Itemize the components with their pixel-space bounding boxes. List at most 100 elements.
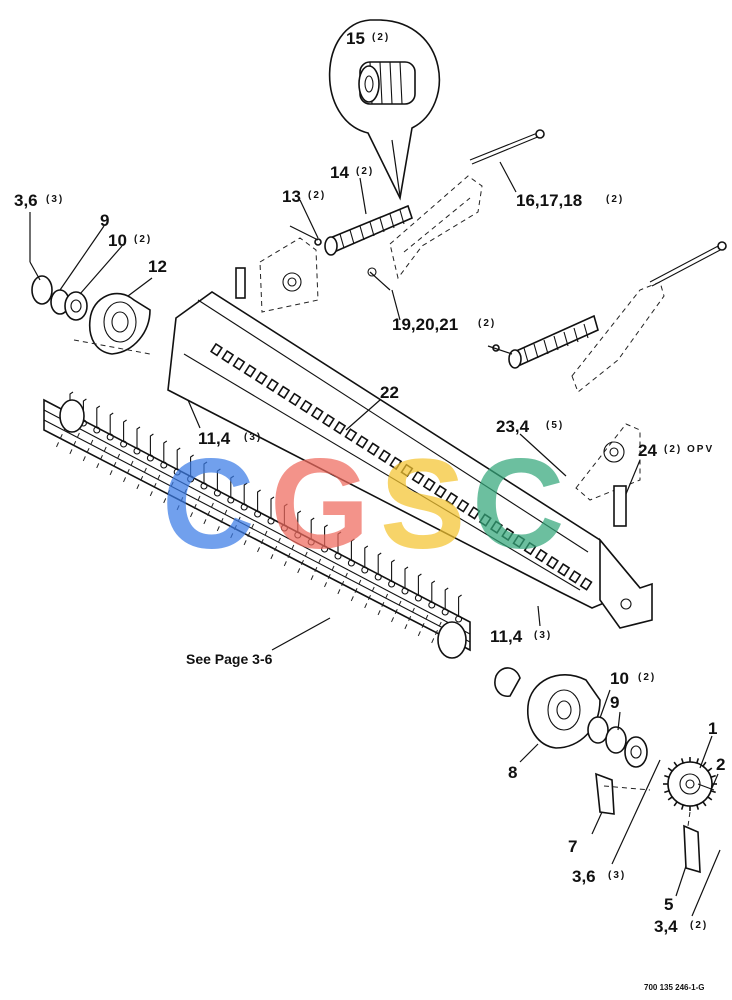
frame-tooth (512, 534, 526, 549)
tine (95, 412, 114, 470)
label-part-22: 22 (380, 383, 399, 402)
sprocket-tooth (702, 761, 707, 767)
label-part-14-qty: (2) (356, 166, 374, 177)
frame-tooth (221, 349, 235, 364)
frame-tooth (333, 420, 347, 435)
tine (283, 510, 302, 568)
frame-tooth (344, 428, 358, 442)
label-part-16-17-18: 16,17,18 (516, 191, 582, 210)
frame-tooth (355, 435, 369, 449)
label-part-23-4-qty: (5) (546, 420, 564, 431)
label-see-page: See Page 3-6 (186, 651, 273, 667)
tine (269, 503, 288, 561)
frame-tooth (433, 484, 447, 499)
watermark-letter-g: G (270, 433, 370, 576)
tine (82, 405, 101, 463)
label-part-7: 7 (568, 837, 577, 856)
label-part-11-4-lower: 11,4 (490, 627, 523, 646)
detail-callout-15 (328, 19, 441, 201)
sprocket-tooth (664, 774, 670, 778)
label-part-15: 15 (346, 29, 365, 48)
label-part-10-right-qty: (2) (638, 672, 656, 683)
frame-tooth (445, 491, 459, 506)
label-part-5: 5 (664, 895, 673, 914)
sprocket-tooth (710, 790, 716, 794)
frame-tooth (265, 378, 279, 392)
frame-tooth (489, 520, 503, 534)
sprocket-tooth (696, 804, 700, 810)
spring-coil-detail (358, 61, 416, 105)
frame-tooth (523, 541, 537, 556)
sprocket-tooth (680, 758, 684, 764)
frame-tooth (243, 364, 257, 378)
tine (336, 538, 355, 596)
frame-tooth (557, 562, 571, 577)
tine (216, 475, 235, 533)
label-part-3-6-left: 3,6 (14, 191, 38, 210)
tine (122, 426, 141, 484)
sprocket-tooth (667, 767, 673, 772)
frame-tooth (209, 342, 223, 357)
frame-tooth (545, 555, 559, 570)
sprocket-tooth (667, 796, 673, 801)
sprocket-tooth (710, 774, 716, 778)
tine (377, 559, 396, 617)
frame-tooth (366, 442, 380, 456)
tine (417, 580, 436, 638)
tine (310, 524, 329, 582)
sprocket-tooth (673, 761, 678, 767)
tine (323, 531, 342, 589)
label-part-23-4: 23,4 (496, 417, 530, 436)
sprocket-1 (663, 757, 717, 811)
label-part-2: 2 (716, 755, 725, 774)
label-part-19-20-21: 19,20,21 (392, 315, 458, 334)
frame-tooth (501, 527, 515, 542)
spring-right (508, 314, 599, 369)
frame-tooth (467, 506, 481, 520)
frame-tooth (321, 413, 335, 428)
watermark: C G S C (162, 433, 564, 576)
sprocket-tooth (696, 758, 700, 764)
label-part-10-left: 10 (108, 231, 127, 250)
label-part-11-4-upper-qty: (3) (244, 432, 262, 443)
tine (202, 468, 221, 526)
label-part-24-qty: (2) OPV (664, 444, 714, 455)
label-part-3-6-right-qty: (3) (608, 870, 626, 881)
document-number: 700 135 246-1-G (644, 983, 705, 992)
label-part-3-4: 3,4 (654, 917, 678, 936)
sprocket-tooth (707, 767, 713, 772)
sprocket-tooth (680, 804, 684, 810)
label-part-3-6-right: 3,6 (572, 867, 596, 886)
label-part-24: 24 (638, 441, 657, 460)
sprocket-tooth (673, 801, 678, 807)
label-part-11-4-lower-qty: (3) (534, 630, 552, 641)
frame-22 (167, 291, 653, 629)
upper-arm-assembly (235, 129, 545, 313)
tines (55, 391, 463, 652)
frame-teeth (209, 342, 593, 591)
tine (162, 447, 181, 505)
label-part-15-qty: (2) (372, 32, 390, 43)
right-bearing-group (494, 667, 717, 874)
tine (135, 433, 154, 491)
watermark-letter-c1: C (162, 433, 254, 576)
sprocket-tooth (707, 796, 713, 801)
frame-tooth (310, 406, 324, 421)
frame-tooth (389, 456, 403, 471)
label-part-16-17-18-qty: (2) (606, 194, 624, 205)
label-part-9-left: 9 (100, 211, 109, 230)
frame-tooth (277, 385, 291, 400)
frame-tooth (288, 392, 302, 407)
frame-tooth (377, 449, 391, 463)
leader-lines (29, 139, 721, 917)
part-labels: 15 (2) 14 (2) 13 (2) 16,17,18 (2) 19,20,… (14, 29, 725, 992)
tine (390, 566, 409, 624)
tine-bar-assembly (43, 391, 471, 659)
label-part-12: 12 (148, 257, 167, 276)
label-part-13-qty: (2) (308, 190, 326, 201)
label-part-9-right: 9 (610, 693, 619, 712)
label-part-3-6-left-qty: (3) (46, 194, 64, 205)
label-part-10-left-qty: (2) (134, 234, 152, 245)
frame-tooth (411, 470, 425, 485)
